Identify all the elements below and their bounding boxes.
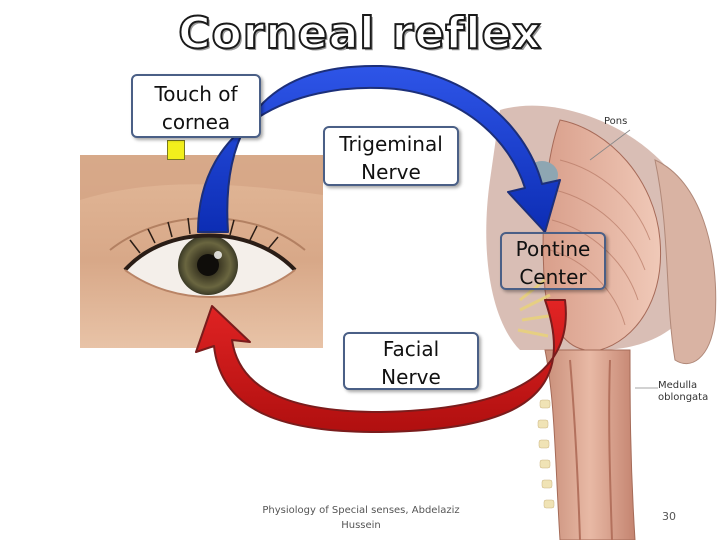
touch-box-line1: Touch of [154,82,238,106]
slide-title: Corneal reflex [177,7,542,60]
page-number: 30 [662,510,676,523]
touch-box-line2: cornea [161,110,231,134]
trigeminal-box-line2: Nerve [361,160,421,184]
pons-label: Pons [604,116,628,127]
slide-footer: Physiology of Special senses, Abdelaziz … [240,503,482,533]
medulla-label-line2: oblongata [658,392,709,403]
medulla-label-line1: Medulla [658,380,698,391]
medulla-label: Medulla oblongata [658,380,708,404]
efferent-arrow [195,299,567,433]
trigeminal-box-line1: Trigeminal [339,132,443,156]
facial-box-line1: Facial [382,337,440,361]
touch-indicator [167,140,185,160]
footer-line2: Hussein [341,520,381,531]
facial-box-line2: Nerve [381,365,441,389]
footer-line1: Physiology of Special senses, Abdelaziz [262,505,460,516]
facial-nerve-box: Facial Nerve [343,332,479,390]
eye-photo [80,155,323,348]
trigeminal-nerve-box: Trigeminal Nerve [323,126,459,186]
pontine-center-box: Pontine Center [500,232,606,290]
pontine-box-line2: Center [519,265,587,289]
touch-of-cornea-box: Touch of cornea [131,74,261,138]
pontine-box-line1: Pontine [515,237,591,261]
afferent-arrow [197,64,561,233]
